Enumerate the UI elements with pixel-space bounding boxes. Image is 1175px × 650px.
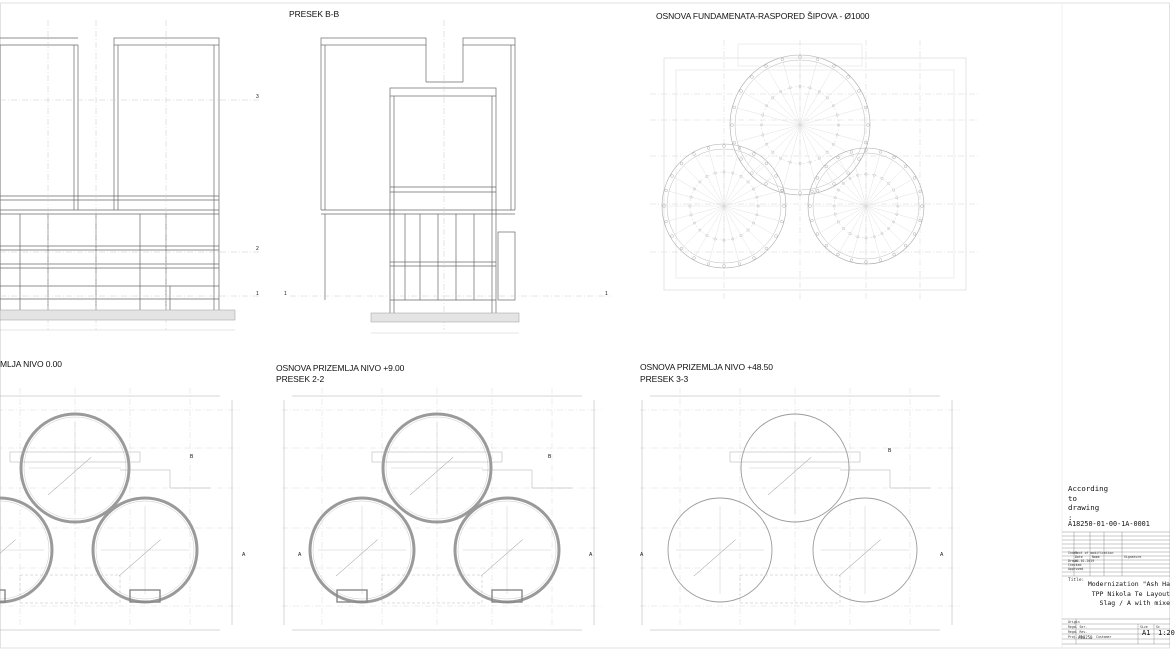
plan-900-title: OSNOVA PRIZEMLJA NIVO +9.00 <box>276 363 405 373</box>
ground-plan-0-title: MLJA NIVO 0.00 <box>0 359 62 369</box>
row-label-proj-no: Proj. No. <box>1068 635 1086 639</box>
silo-foundation-right <box>807 147 925 265</box>
customer-label: Customer <box>1096 635 1112 639</box>
section-b-b-title: PRESEK B-B <box>289 9 340 19</box>
row-label-regd-ser: Regd. Ser. <box>1068 625 1088 629</box>
col-label-size: Size <box>1140 625 1148 629</box>
project-number: A18250 <box>1078 635 1093 640</box>
plan-900-subtitle: PRESEK 2-2 <box>276 374 325 384</box>
elevation-view-left <box>0 37 220 310</box>
section-mark-b-2: B <box>548 454 552 460</box>
row-label-index: Index <box>1068 551 1078 555</box>
plan-900-view <box>282 388 602 631</box>
drawing-number: A18250-01-00-1A-0001 <box>1068 520 1150 528</box>
section-mark-a-5: A <box>940 552 944 558</box>
date-value: 01.01.2019 <box>1075 559 1095 563</box>
row-label-approved: Approved <box>1068 567 1084 571</box>
title-block-grid <box>1062 531 1170 645</box>
foundation-plan-title: OSNOVA FUNDAMENATA-RASPORED ŠIPOVA - Ø10… <box>656 11 870 21</box>
silo-foundation-left <box>661 143 787 269</box>
col-label-text-of-modification: Text of modification <box>1075 551 1114 555</box>
section-mark-a-1: A <box>242 552 246 558</box>
col-label-name: Name <box>1092 555 1100 559</box>
section-b-b-view <box>320 37 516 313</box>
plan-4850-view <box>640 388 960 631</box>
level-marker-1-right: 1 <box>605 291 608 297</box>
level-marker-1: 1 <box>256 291 259 297</box>
section-mark-a-4: A <box>640 552 644 558</box>
row-label-origin: Origin <box>1068 620 1080 624</box>
level-marker-1-left: 1 <box>284 291 287 297</box>
level-marker-2: 2 <box>256 246 259 252</box>
foundation-pile-plan <box>650 40 980 300</box>
section-mark-a-2: A <box>298 552 302 558</box>
plan-4850-subtitle: PRESEK 3-3 <box>640 374 689 384</box>
ground-plan-0-view <box>0 388 240 631</box>
title-block: According to drawing : A18250-01-00-1A-0… <box>1062 478 1175 650</box>
title-label: Title: <box>1068 578 1085 583</box>
row-label-checked: Checked <box>1068 563 1082 567</box>
level-marker-3: 3 <box>256 94 259 100</box>
row-label-date: Date <box>1075 555 1083 559</box>
section-mark-b-1: B <box>190 454 194 460</box>
drawing-title: Modernization "Ash Ha TPP Nikola Te Layo… <box>1087 580 1170 607</box>
section-mark-b-3: B <box>888 448 892 454</box>
silo-foundation-top <box>729 54 871 196</box>
row-label-drawn: Drawn <box>1068 559 1078 563</box>
section-mark-a-3: A <box>589 552 593 558</box>
row-label-regd-rev: Regd. Rev. <box>1068 630 1088 634</box>
sheet-size: A1 <box>1142 629 1151 637</box>
according-to-drawing: According to drawing : <box>1068 484 1109 522</box>
plan-4850-title: OSNOVA PRIZEMLJA NIVO +48.50 <box>640 362 773 372</box>
col-label-signature: Signature <box>1124 555 1142 559</box>
sheet-scale: 1:20 <box>1158 629 1175 637</box>
col-label-scale: Sc <box>1156 625 1160 629</box>
